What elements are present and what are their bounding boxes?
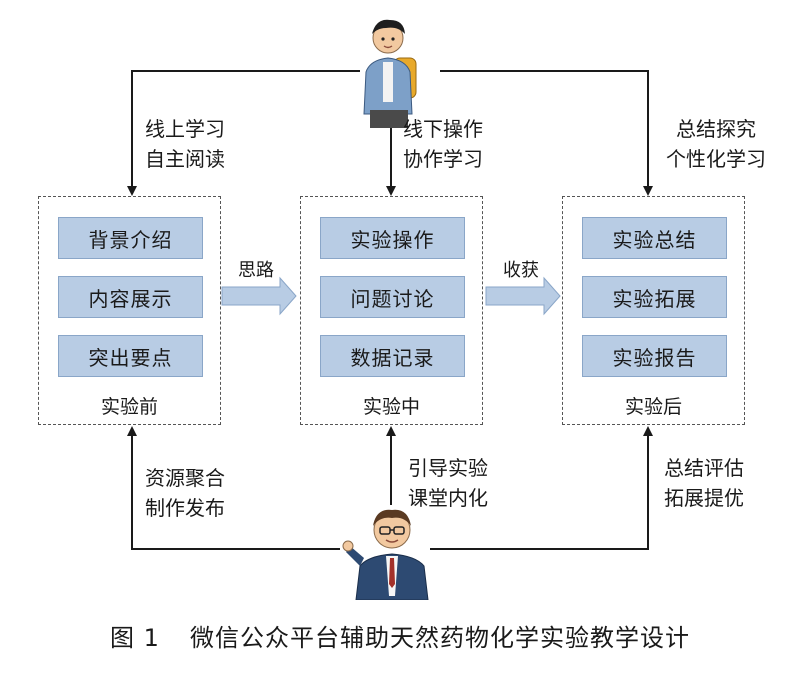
note-line: 引导实验 — [408, 456, 488, 480]
student-to-after-line — [440, 70, 653, 196]
stage-during: 实验操作 问题讨论 数据记录 实验中 — [300, 196, 483, 425]
note-line: 协作学习 — [403, 147, 483, 171]
item-key-points: 突出要点 — [58, 335, 203, 377]
item-experiment-summary: 实验总结 — [582, 217, 727, 259]
item-experiment-operation: 实验操作 — [320, 217, 465, 259]
teacher-to-after-line — [430, 426, 653, 550]
item-data-recording: 数据记录 — [320, 335, 465, 377]
stage-label: 实验前 — [100, 396, 158, 418]
teacher-to-before-line — [127, 426, 340, 550]
note-summary-evaluation: 总结评估 拓展提优 — [664, 453, 744, 513]
note-line: 线下操作 — [403, 117, 483, 141]
item-problem-discussion: 问题讨论 — [320, 276, 465, 318]
note-online-learning: 线上学习 自主阅读 — [145, 114, 225, 174]
label-thinking: 思路 — [238, 260, 274, 281]
figure-caption: 图 1 微信公众平台辅助天然药物化学实验教学设计 — [0, 618, 800, 653]
item-background-intro: 背景介绍 — [58, 217, 203, 259]
note-line: 拓展提优 — [664, 486, 744, 510]
note-line: 制作发布 — [145, 496, 225, 520]
note-offline-operation: 线下操作 协作学习 — [403, 114, 483, 174]
note-line: 自主阅读 — [145, 147, 225, 171]
arrow-during-to-after — [485, 276, 561, 316]
label-harvest: 收获 — [503, 260, 539, 281]
note-line: 总结评估 — [664, 456, 744, 480]
item-content-display: 内容展示 — [58, 276, 203, 318]
note-line: 课堂内化 — [408, 486, 488, 510]
note-summary-inquiry: 总结探究 个性化学习 — [661, 114, 771, 174]
note-guide-experiment: 引导实验 课堂内化 — [408, 453, 488, 513]
figure-title: 微信公众平台辅助天然药物化学实验教学设计 — [189, 624, 690, 652]
student-to-before-line — [127, 70, 360, 196]
student-figure — [363, 19, 417, 128]
stage-label: 实验中 — [362, 396, 420, 418]
note-line: 资源聚合 — [145, 466, 225, 490]
figure-number: 图 1 — [110, 624, 160, 652]
note-line: 个性化学习 — [666, 147, 766, 171]
stage-after: 实验总结 实验拓展 实验报告 实验后 — [562, 196, 745, 425]
teacher-figure — [342, 509, 429, 600]
note-resource-aggregation: 资源聚合 制作发布 — [145, 463, 225, 523]
note-line: 线上学习 — [145, 117, 225, 141]
arrow-before-to-during — [221, 276, 297, 316]
item-experiment-extension: 实验拓展 — [582, 276, 727, 318]
item-experiment-report: 实验报告 — [582, 335, 727, 377]
note-line: 总结探究 — [676, 117, 756, 141]
stage-before: 背景介绍 内容展示 突出要点 实验前 — [38, 196, 221, 425]
stage-label: 实验后 — [624, 396, 682, 418]
